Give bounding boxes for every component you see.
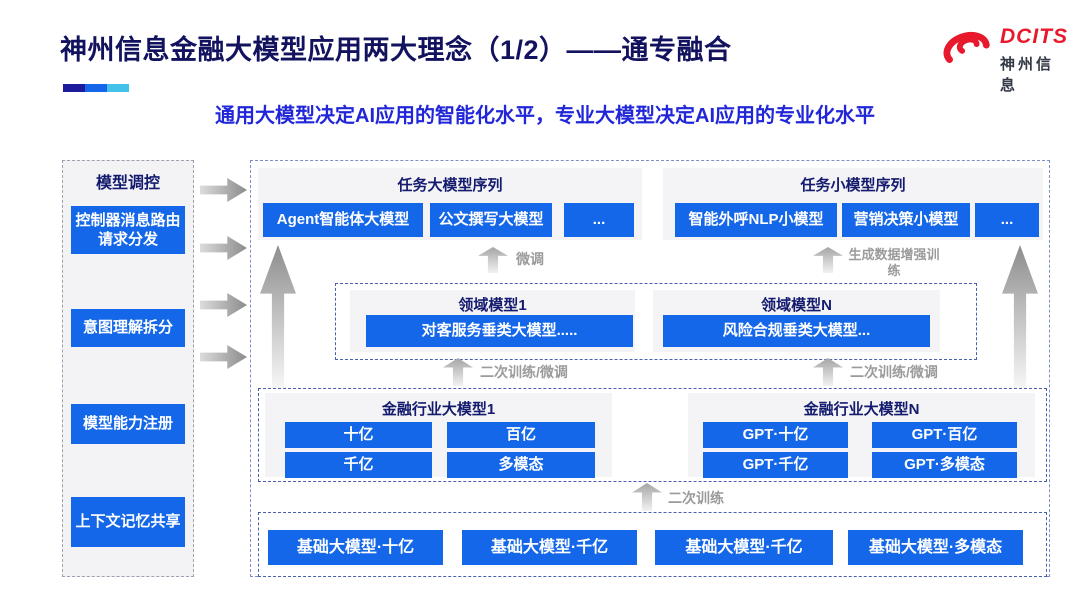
sidebar-item-message-routing: 控制器消息路由请求分发 <box>71 206 185 254</box>
node-document-writing-model: 公文撰写大模型 <box>430 203 552 237</box>
logo-brand-cn: 神州信息 <box>1000 56 1055 94</box>
industry-model-n-title: 金融行业大模型N <box>803 401 920 418</box>
node-hundred-billion: 千亿 <box>285 452 432 478</box>
node-gpt-billion: GPT·十亿 <box>703 422 848 448</box>
label-augment-training: 生成数据增强训练 <box>848 247 940 278</box>
node-outbound-nlp-model: 智能外呼NLP小模型 <box>675 203 837 237</box>
dcits-logo: DCITS 神州信息 <box>938 20 1068 94</box>
domain-model-n-title: 领域模型N <box>761 297 832 314</box>
title-accent-bar <box>63 84 129 92</box>
node-multimodal: 多模态 <box>447 452 595 478</box>
node-billion: 十亿 <box>285 422 432 448</box>
node-agent-large-model: Agent智能体大模型 <box>263 203 423 237</box>
sidebar-model-control: 模型调控 控制器消息路由请求分发 意图理解拆分 模型能力注册 上下文记忆共享 <box>62 160 194 577</box>
sidebar-item-capability-register: 模型能力注册 <box>71 404 185 444</box>
node-marketing-decision-model: 营销决策小模型 <box>842 203 970 237</box>
flow-arrow-right-icon <box>200 236 247 260</box>
accent-bar-segment <box>85 84 107 92</box>
accent-bar-segment <box>107 84 129 92</box>
task-large-title: 任务大模型序列 <box>397 177 503 194</box>
sidebar-title: 模型调控 <box>95 175 160 192</box>
label-finetune: 微调 <box>516 251 544 267</box>
flow-arrow-right-icon <box>200 178 247 202</box>
slide-subtitle: 通用大模型决定AI应用的智能化水平，专业大模型决定AI应用的专业化水平 <box>215 105 875 127</box>
node-base-model-hundred-billion-1: 基础大模型·千亿 <box>462 530 637 565</box>
node-base-model-hundred-billion-2: 基础大模型·千亿 <box>655 530 833 565</box>
logo-swirl-icon <box>943 31 990 63</box>
flow-arrow-right-icon <box>200 345 247 369</box>
node-gpt-ten-billion: GPT·百亿 <box>872 422 1017 448</box>
label-retrain-finetune-right: 二次训练/微调 <box>850 364 938 380</box>
node-more-small-models: ... <box>975 203 1039 237</box>
node-more-large-models: ... <box>564 203 634 237</box>
label-retrain-finetune-left: 二次训练/微调 <box>480 364 568 380</box>
domain-model-1-title: 领域模型1 <box>458 297 527 314</box>
task-small-title: 任务小模型序列 <box>800 177 906 194</box>
sidebar-item-context-memory: 上下文记忆共享 <box>71 497 185 547</box>
accent-bar-segment <box>63 84 85 92</box>
flow-arrow-right-icon <box>200 293 247 317</box>
node-risk-compliance-model: 风险合规垂类大模型... <box>663 315 930 347</box>
page-title: 神州信息金融大模型应用两大理念（1/2）——通专融合 <box>60 35 732 65</box>
industry-model-1-title: 金融行业大模型1 <box>381 401 496 418</box>
node-gpt-multimodal: GPT·多模态 <box>872 452 1017 478</box>
node-ten-billion: 百亿 <box>447 422 595 448</box>
node-gpt-hundred-billion: GPT·千亿 <box>703 452 848 478</box>
label-retrain: 二次训练 <box>668 490 724 506</box>
sidebar-item-intent-split: 意图理解拆分 <box>71 309 185 347</box>
node-base-model-billion: 基础大模型·十亿 <box>268 530 443 565</box>
logo-brand: DCITS <box>1000 25 1068 48</box>
node-customer-service-model: 对客服务垂类大模型..... <box>366 315 633 347</box>
node-base-model-multimodal: 基础大模型·多模态 <box>848 530 1023 565</box>
